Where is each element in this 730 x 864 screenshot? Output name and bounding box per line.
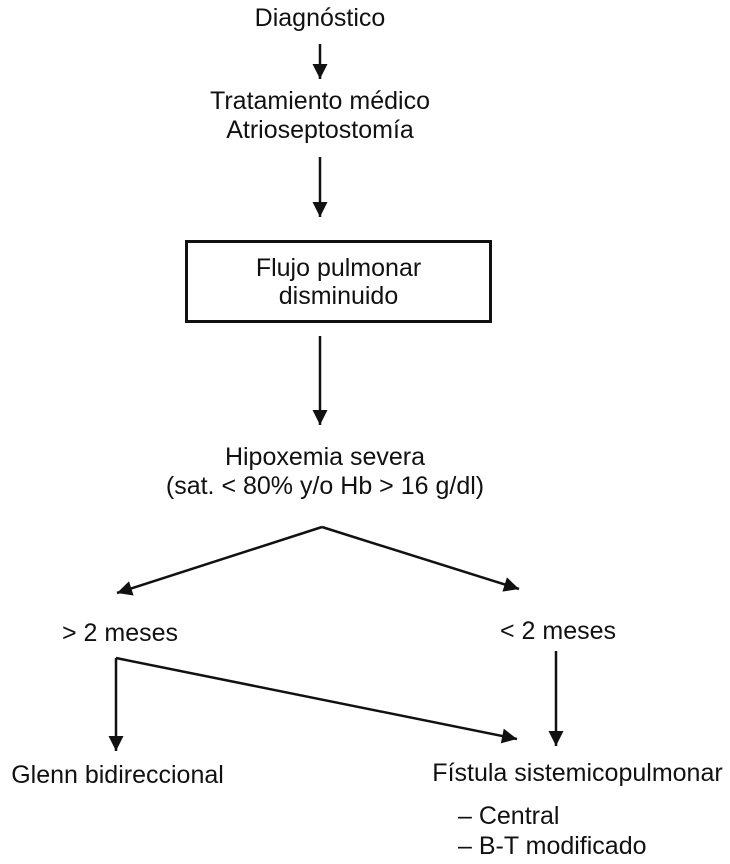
node-tratamiento-medico: Tratamiento médico Atrioseptostomía [160,87,480,145]
node-tratamiento-line1: Tratamiento médico [210,87,430,115]
arrow-left-branch-to-fistula [115,656,518,744]
branch-label-older-than-2-months: > 2 meses [61,619,179,647]
node-diagnostico: Diagnóstico [254,4,386,32]
arrow-hipoxemia-to-left-branch [116,525,323,596]
node-hipoxemia-line2: (sat. < 80% y/o Hb > 16 g/dl) [165,472,485,500]
node-flujo-line1: Flujo pulmonar [255,253,422,282]
node-tratamiento-line2: Atrioseptostomía [226,116,414,144]
node-fistula-sistemicopulmonar: Fístula sistemicopulmonar [432,759,723,787]
node-flujo-line2: disminuido [278,281,399,310]
node-flujo-pulmonar-box: Flujo pulmonar disminuido [185,240,492,323]
arrow-hipoxemia-to-right-branch [321,525,520,592]
fistula-options-list: – Central – B-T modificado [458,801,728,861]
node-glenn-bidireccional: Glenn bidireccional [11,761,224,789]
node-hipoxemia-line1: Hipoxemia severa [224,443,426,471]
branch-label-younger-than-2-months: < 2 meses [499,617,617,645]
fistula-option-central: – Central [458,802,560,830]
fistula-option-bt-modificado: – B-T modificado [458,832,647,860]
node-hipoxemia-severa: Hipoxemia severa (sat. < 80% y/o Hb > 16… [115,443,535,501]
